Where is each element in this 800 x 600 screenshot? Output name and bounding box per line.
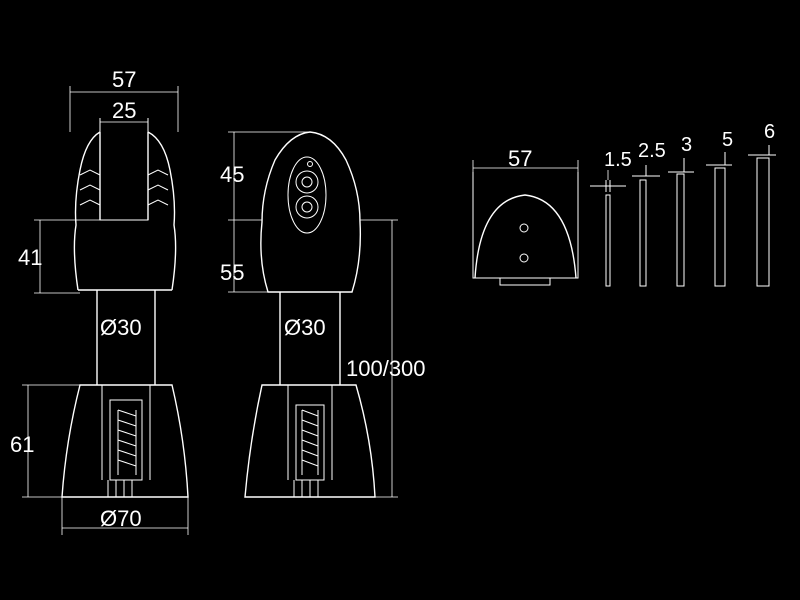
front-dim-57-label: 57 bbox=[112, 67, 136, 92]
front-dim-25 bbox=[99, 118, 149, 124]
side-hole-bottom bbox=[295, 195, 319, 219]
side-hole-outer bbox=[287, 156, 327, 234]
side-screw-thread bbox=[301, 409, 319, 475]
front-screw-housing bbox=[101, 385, 151, 481]
clamp-arch bbox=[474, 194, 577, 279]
front-grip-left bbox=[79, 169, 101, 206]
front-head-outline bbox=[73, 131, 177, 291]
front-dim-61 bbox=[22, 384, 80, 498]
front-dim-70-label: Ø70 bbox=[100, 506, 142, 531]
front-dim-41 bbox=[34, 219, 100, 294]
glass-strip-6 bbox=[748, 145, 776, 287]
glass-strip-5 bbox=[706, 152, 732, 287]
glass-strip-2-5 bbox=[632, 165, 660, 287]
clamp-hole-bottom bbox=[519, 253, 529, 263]
side-tube bbox=[279, 292, 341, 385]
side-hole-top bbox=[295, 170, 319, 194]
clamp-box bbox=[472, 172, 579, 279]
front-dim-25-label: 25 bbox=[112, 98, 136, 123]
front-dim-70 bbox=[61, 497, 189, 535]
side-small-dot bbox=[307, 161, 313, 167]
glass-label-3: 3 bbox=[681, 134, 692, 156]
front-view: 57 25 41 Ø30 61 Ø70 bbox=[10, 67, 189, 535]
clamp-dim-57 bbox=[472, 160, 579, 176]
clamp-foot bbox=[499, 278, 551, 286]
glass-thickness-strips: 1.5 2.5 3 5 6 bbox=[590, 121, 776, 287]
glass-strip-1-5 bbox=[590, 180, 626, 287]
glass-label-6: 6 bbox=[764, 121, 775, 143]
side-dim-55 bbox=[228, 220, 268, 293]
front-screw-thread bbox=[117, 409, 137, 475]
front-base-feet bbox=[107, 480, 133, 497]
front-dim-61-label: 61 bbox=[10, 432, 34, 457]
front-tube bbox=[96, 290, 156, 385]
glass-label-5: 5 bbox=[722, 129, 733, 151]
side-hole-top-inner bbox=[301, 176, 313, 188]
side-dim-45-label: 45 bbox=[220, 162, 244, 187]
side-dim-tube-label: Ø30 bbox=[284, 315, 326, 340]
side-dim-55-label: 55 bbox=[220, 260, 244, 285]
clamp-view: 57 bbox=[472, 146, 579, 286]
front-dim-tube-label: Ø30 bbox=[100, 315, 142, 340]
side-view: 45 55 Ø30 100/300 bbox=[220, 131, 426, 498]
front-slot bbox=[99, 118, 149, 221]
front-grip-right bbox=[147, 169, 169, 206]
side-base-feet bbox=[293, 480, 319, 497]
glass-label-2-5: 2.5 bbox=[638, 140, 666, 162]
side-head-outline bbox=[260, 131, 361, 293]
side-dim-total bbox=[360, 219, 398, 498]
side-screw-housing bbox=[287, 385, 333, 481]
front-dim-41-label: 41 bbox=[18, 245, 42, 270]
clamp-dim-57-label: 57 bbox=[508, 146, 532, 171]
front-dim-57 bbox=[69, 86, 179, 132]
glass-strip-3 bbox=[668, 158, 694, 287]
glass-label-1-5: 1.5 bbox=[604, 149, 632, 171]
side-hole-bottom-inner bbox=[301, 201, 313, 213]
clamp-hole-top bbox=[519, 223, 529, 233]
side-dim-total-label: 100/300 bbox=[346, 356, 426, 381]
